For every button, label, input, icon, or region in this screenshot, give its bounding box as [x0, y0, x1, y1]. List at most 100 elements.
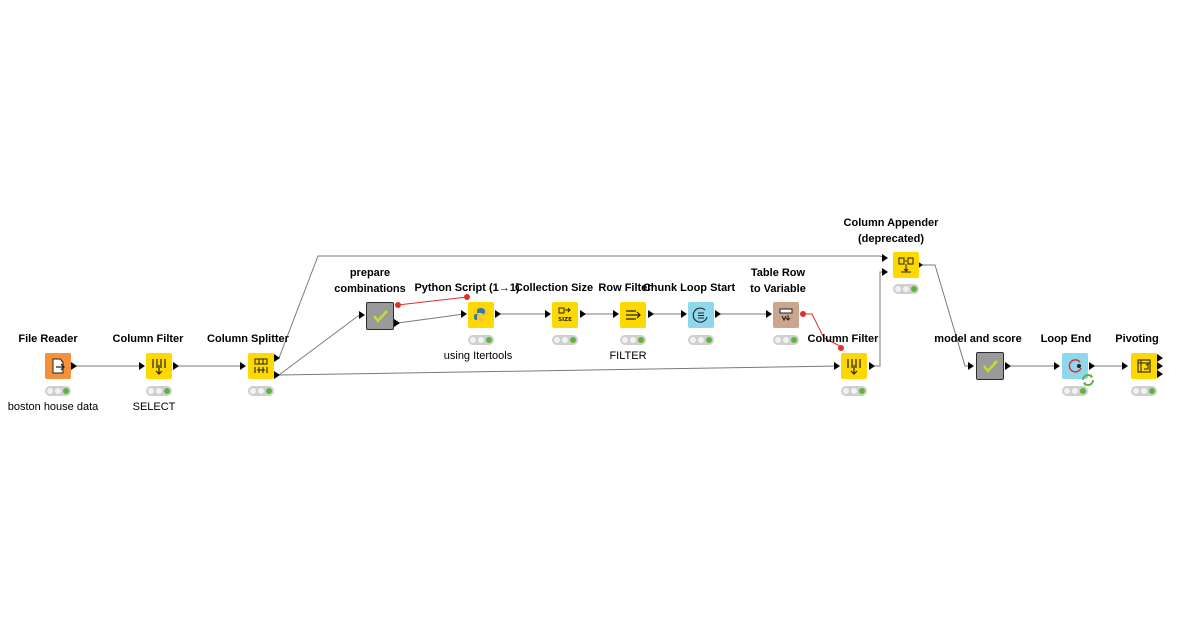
- variable-port: [395, 302, 401, 308]
- node-title-chunk-loop-start[interactable]: Chunk Loop Start: [642, 282, 736, 294]
- column-appender-icon: [898, 257, 914, 273]
- node-title-column-filter[interactable]: Column Filter: [112, 333, 184, 345]
- node-title-prepare-combinations[interactable]: prepare combinations: [334, 267, 406, 295]
- input-port: [1122, 362, 1128, 370]
- node-title-row-filter[interactable]: Row Filter: [598, 282, 652, 294]
- node-annotation-column-filter[interactable]: SELECT: [132, 401, 176, 413]
- variable-port: [800, 311, 806, 317]
- output-port: [1157, 370, 1163, 378]
- node-status-indicator: [552, 335, 578, 345]
- node-title-column-appender[interactable]: Column Appender (deprecated): [843, 217, 939, 245]
- row-filter-icon: [626, 310, 641, 320]
- output-port: [869, 362, 875, 370]
- input-port: [545, 310, 551, 318]
- node-chunk-loop-start[interactable]: [688, 302, 714, 328]
- node-pivoting[interactable]: [1131, 353, 1157, 379]
- input-port: [766, 310, 772, 318]
- input-port: [882, 268, 888, 276]
- node-title-collection-size[interactable]: Collection Size: [514, 282, 594, 294]
- file-reader-icon: [52, 358, 65, 374]
- loop-end-icon: [1068, 359, 1082, 373]
- output-port: [495, 310, 501, 318]
- output-port: [173, 362, 179, 370]
- node-title-loop-end[interactable]: Loop End: [1040, 333, 1092, 345]
- node-file-reader[interactable]: [45, 353, 71, 379]
- output-port: [71, 362, 77, 370]
- connection-line: [921, 264, 972, 367]
- node-python-script[interactable]: [468, 302, 494, 328]
- node-status-indicator: [773, 335, 799, 345]
- output-port: [1157, 354, 1163, 362]
- input-port: [461, 310, 467, 318]
- checkmark-icon: [983, 360, 998, 373]
- svg-text:SIZE: SIZE: [558, 317, 572, 323]
- input-port: [968, 362, 974, 370]
- node-title-model-and-score[interactable]: model and score: [934, 333, 1022, 345]
- node-status-indicator: [146, 386, 172, 396]
- input-port: [882, 254, 888, 262]
- node-model-and-score[interactable]: [976, 352, 1004, 380]
- node-status-indicator: [688, 335, 714, 345]
- output-port: [648, 310, 654, 318]
- node-column-appender[interactable]: [893, 252, 919, 278]
- input-port: [613, 310, 619, 318]
- input-port: [681, 310, 687, 318]
- node-status-indicator: [248, 386, 274, 396]
- node-table-row-to-variable[interactable]: [773, 302, 799, 328]
- connection-line: [278, 314, 361, 376]
- node-title-file-reader[interactable]: File Reader: [18, 333, 78, 345]
- node-status-indicator: [468, 335, 494, 345]
- node-title-python-script[interactable]: Python Script (1→1): [414, 282, 520, 294]
- column-splitter-icon: [254, 358, 268, 373]
- input-port: [359, 311, 365, 319]
- node-title-pivoting[interactable]: Pivoting: [1115, 333, 1159, 345]
- node-row-filter[interactable]: [620, 302, 646, 328]
- table-to-variable-icon: [779, 308, 793, 322]
- collection-size-icon: SIZE: [558, 307, 572, 323]
- input-port: [139, 362, 145, 370]
- node-title-column-splitter[interactable]: Column Splitter: [207, 333, 289, 345]
- node-status-indicator: [841, 386, 867, 396]
- input-port: [240, 362, 246, 370]
- node-collection-size[interactable]: SIZE: [552, 302, 578, 328]
- node-prepare-combinations[interactable]: [366, 302, 394, 330]
- node-annotation-python-script[interactable]: using Itertools: [443, 350, 513, 362]
- output-port: [274, 354, 280, 362]
- checkmark-icon: [373, 310, 388, 323]
- variable-connection-line: [803, 313, 841, 347]
- node-column-filter-2[interactable]: [841, 353, 867, 379]
- output-port: [274, 371, 280, 379]
- node-status-indicator: [1131, 386, 1157, 396]
- input-port: [1054, 362, 1060, 370]
- pivoting-icon: [1137, 359, 1151, 373]
- python-icon: [474, 308, 488, 322]
- input-port: [834, 362, 840, 370]
- node-loop-end[interactable]: [1062, 353, 1088, 379]
- output-port: [580, 310, 586, 318]
- node-column-filter[interactable]: [146, 353, 172, 379]
- node-status-indicator: [620, 335, 646, 345]
- connection-line: [397, 313, 465, 324]
- loop-start-icon: [692, 307, 708, 323]
- node-status-indicator: [45, 386, 71, 396]
- node-column-splitter[interactable]: [248, 353, 274, 379]
- node-status-indicator: [893, 284, 919, 294]
- variable-port: [838, 345, 844, 351]
- column-filter-icon: [152, 359, 166, 375]
- output-port: [1157, 362, 1163, 370]
- node-status-indicator: [1062, 386, 1088, 396]
- output-port: [1089, 362, 1095, 370]
- variable-connection-line: [397, 296, 468, 306]
- output-port: [394, 319, 400, 327]
- node-annotation-row-filter[interactable]: FILTER: [609, 350, 647, 362]
- node-title-table-row-to-variable[interactable]: Table Row to Variable: [750, 267, 806, 295]
- node-title-column-filter-2[interactable]: Column Filter: [807, 333, 879, 345]
- variable-port: [464, 294, 470, 300]
- loop-status-icon: [1082, 374, 1094, 386]
- connection-line: [873, 271, 886, 367]
- node-annotation-file-reader[interactable]: boston house data: [7, 401, 99, 413]
- connection-line: [278, 365, 839, 376]
- column-filter-icon: [847, 359, 861, 375]
